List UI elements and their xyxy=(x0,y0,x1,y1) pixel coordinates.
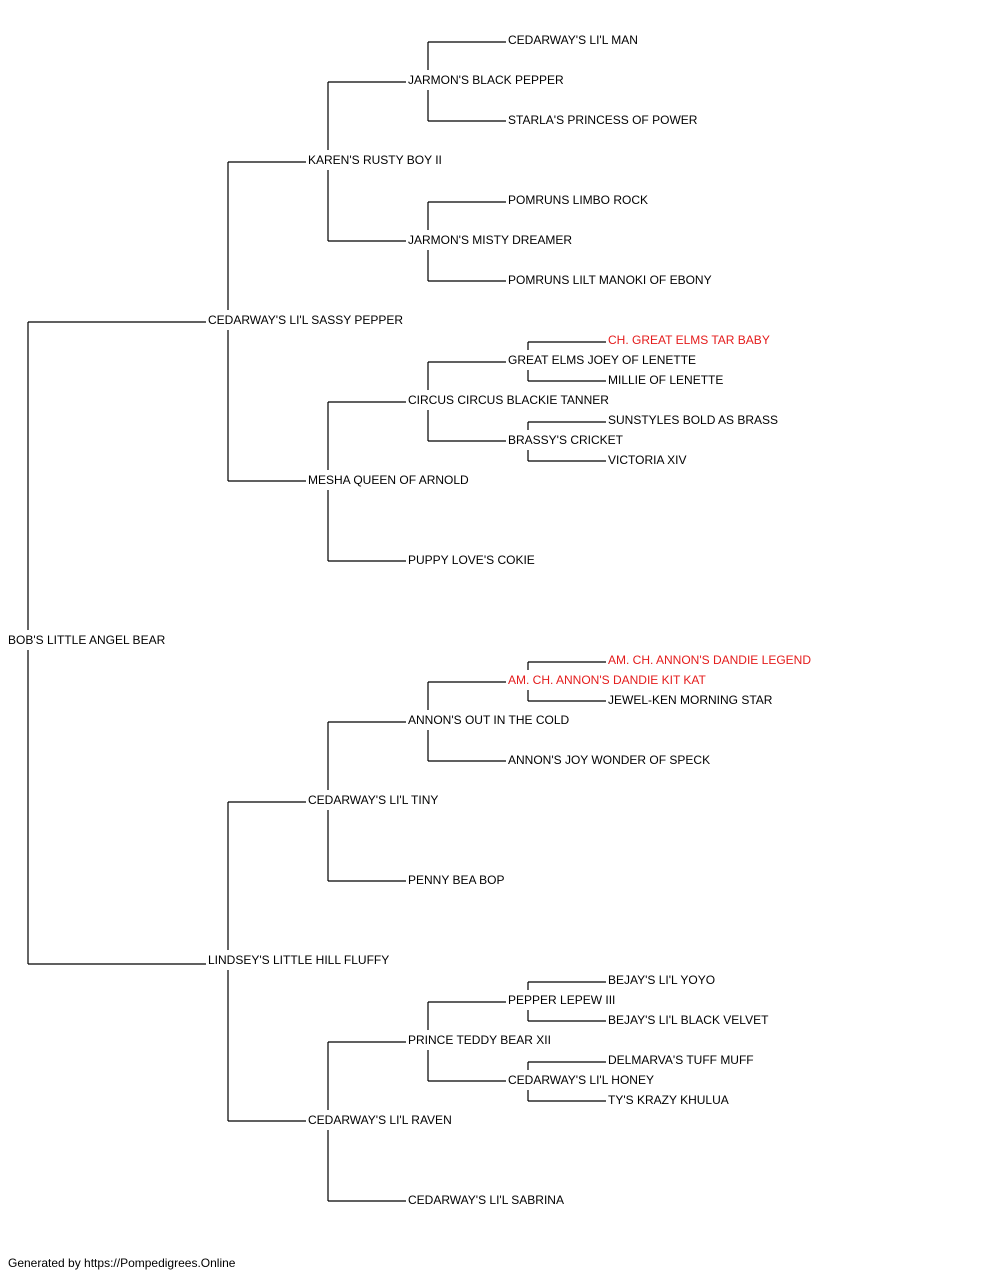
dog-name-pedigree-sire-sire: KAREN'S RUSTY BOY II xyxy=(308,153,442,167)
dog-name-pedigree-dam-dam-sire-dam: CEDARWAY'S LI'L HONEY xyxy=(508,1073,654,1087)
dog-name-pedigree-dam-sire-sire-sire: AM. CH. ANNON'S DANDIE KIT KAT xyxy=(508,673,707,687)
dog-name-pedigree-sire-sire-dam: JARMON'S MISTY DREAMER xyxy=(408,233,572,247)
pedigree-connector-lines xyxy=(27,41,606,1202)
dog-name-pedigree-sire-dam-sire-sire-dam: MILLIE OF LENETTE xyxy=(608,373,723,387)
dog-name-pedigree-sire: CEDARWAY'S LI'L SASSY PEPPER xyxy=(208,313,403,327)
dog-name-pedigree-dam-dam-sire-sire-dam: BEJAY'S LI'L BLACK VELVET xyxy=(608,1013,769,1027)
pedigree-name-labels: BOB'S LITTLE ANGEL BEAR CEDARWAY'S LI'L S… xyxy=(8,33,811,1207)
dog-name-pedigree-dam-sire-dam: PENNY BEA BOP xyxy=(408,873,505,887)
dog-name-pedigree-dam-sire-sire-sire-dam: JEWEL-KEN MORNING STAR xyxy=(608,693,773,707)
dog-name-pedigree-dam-sire-sire: ANNON'S OUT IN THE COLD xyxy=(408,713,570,727)
dog-name-pedigree-dam-dam-sire-dam-sire: DELMARVA'S TUFF MUFF xyxy=(608,1053,754,1067)
dog-name-pedigree-sire-sire-sire-sire: CEDARWAY'S LI'L MAN xyxy=(508,33,638,47)
dog-name-pedigree-dam-sire-sire-dam: ANNON'S JOY WONDER OF SPECK xyxy=(508,753,710,767)
dog-name-pedigree-sire-sire-sire: JARMON'S BLACK PEPPER xyxy=(408,73,564,87)
dog-name-pedigree-dam-dam-sire: PRINCE TEDDY BEAR XII xyxy=(408,1033,551,1047)
footer-credit: Generated by https://Pompedigrees.Online xyxy=(8,1256,236,1270)
dog-name-pedigree-sire-sire-sire-dam: STARLA'S PRINCESS OF POWER xyxy=(508,113,698,127)
dog-name-pedigree-dam-sire-sire-sire-sire: AM. CH. ANNON'S DANDIE LEGEND xyxy=(608,653,811,667)
dog-name-pedigree-sire-dam-sire-dam-dam: VICTORIA XIV xyxy=(608,453,686,467)
dog-name-pedigree-sire-dam-sire-sire-sire: CH. GREAT ELMS TAR BABY xyxy=(608,333,770,347)
dog-name-pedigree-sire-dam-sire: CIRCUS CIRCUS BLACKIE TANNER xyxy=(408,393,609,407)
dog-name-pedigree-dam-dam-sire-sire: PEPPER LEPEW III xyxy=(508,993,615,1007)
dog-name-pedigree-sire-dam-sire-sire: GREAT ELMS JOEY OF LENETTE xyxy=(508,353,696,367)
dog-name-pedigree-sire-dam-sire-dam-sire: SUNSTYLES BOLD AS BRASS xyxy=(608,413,778,427)
dog-name-pedigree-dam-dam-sire-dam-dam: TY'S KRAZY KHULUA xyxy=(608,1093,729,1107)
dog-name-pedigree-sire-sire-dam-sire: POMRUNS LIMBO ROCK xyxy=(508,193,648,207)
dog-name-subject: BOB'S LITTLE ANGEL BEAR xyxy=(8,633,166,647)
dog-name-pedigree-sire-dam-sire-dam: BRASSY'S CRICKET xyxy=(508,433,624,447)
dog-name-pedigree-sire-dam-dam: PUPPY LOVE'S COKIE xyxy=(408,553,535,567)
dog-name-pedigree-dam-dam: CEDARWAY'S LI'L RAVEN xyxy=(308,1113,452,1127)
dog-name-pedigree-dam-dam-sire-sire-sire: BEJAY'S LI'L YOYO xyxy=(608,973,715,987)
dog-name-pedigree-dam-sire: CEDARWAY'S LI'L TINY xyxy=(308,793,438,807)
dog-name-pedigree-sire-dam: MESHA QUEEN OF ARNOLD xyxy=(308,473,469,487)
dog-name-pedigree-dam: LINDSEY'S LITTLE HILL FLUFFY xyxy=(208,953,389,967)
dog-name-pedigree-sire-sire-dam-dam: POMRUNS LILT MANOKI OF EBONY xyxy=(508,273,712,287)
dog-name-pedigree-dam-dam-dam: CEDARWAY'S LI'L SABRINA xyxy=(408,1193,564,1207)
